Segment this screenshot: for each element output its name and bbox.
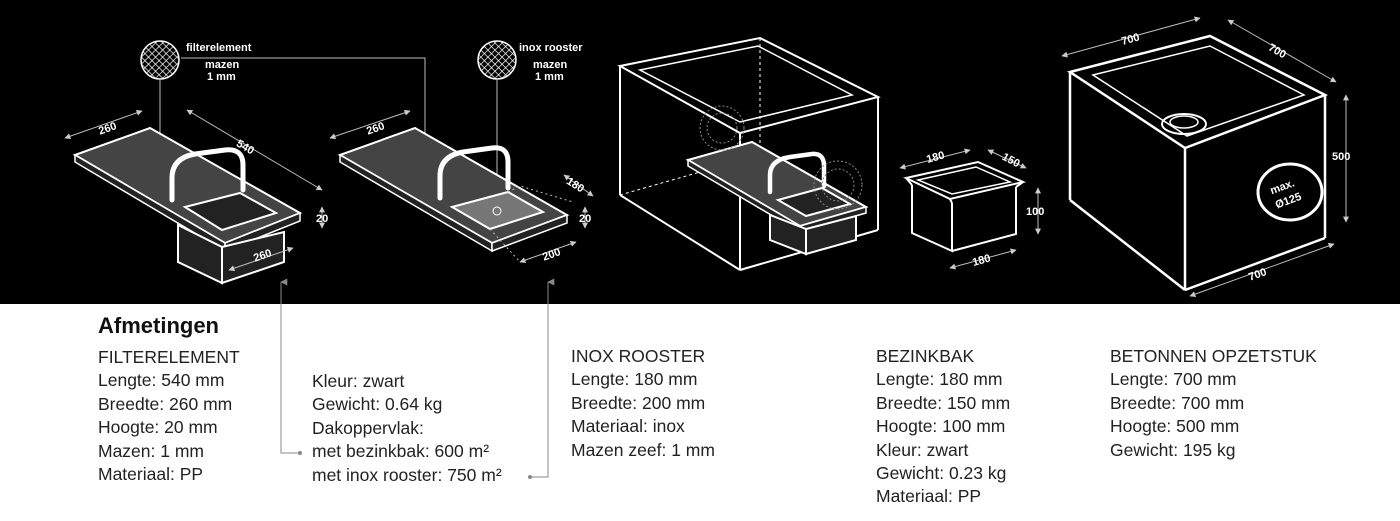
spec-line: Materiaal: PP [98,464,204,485]
bezinkbak-specs: BEZINKBAK Lengte: 180 mm Breedte: 150 mm… [876,345,1010,509]
filter-mesh-sub2: 1 mm [207,71,236,83]
bezinkbak-title: BEZINKBAK [876,346,975,366]
opzetstuk-title: BETONNEN OPZETSTUK [1110,346,1317,366]
bezinkbak-dim-length: 180 [925,150,946,166]
rooster-mesh-label: inox rooster [519,42,583,54]
opzetstuk-hole [1256,162,1324,222]
spec-line: Hoogte: 500 mm [1110,416,1240,437]
spec-line: Lengte: 180 mm [571,369,698,390]
rooster-dim-height: 20 [579,213,591,225]
spec-line: met inox rooster: 750 m² [312,464,502,485]
filter-tray [182,191,279,232]
rooster-mesh-icon [477,40,517,80]
spec-line: Lengte: 700 mm [1110,369,1237,390]
spec-line: Hoogte: 20 mm [98,417,218,438]
diagram-svg: filterelement mazen 1 mm 260 540 20 260 … [64,16,1350,297]
opzetstuk-specs: BETONNEN OPZETSTUK Lengte: 700 mm Breedt… [1110,345,1317,462]
section-heading: Afmetingen [98,313,219,338]
spec-line: Breedte: 200 mm [571,392,706,413]
spec-line: Hoogte: 100 mm [876,416,1006,437]
filterelement-extra-specs: Kleur: zwart Gewicht: 0.64 kg Dakoppervl… [312,370,502,487]
filter-mesh-sub1: mazen [205,59,240,71]
opzetstuk-dim-top-right: 700 [1266,42,1288,61]
spec-line: Lengte: 540 mm [98,370,225,391]
rooster-handle [437,145,511,201]
spec-line: Gewicht: 0.64 kg [312,394,443,415]
filter-mesh-icon [140,40,180,80]
spec-line: Kleur: zwart [312,371,405,391]
filterelement-specs: FILTERELEMENT Lengte: 540 mm Breedte: 26… [98,346,240,486]
bezinkbak-dim-bottom: 180 [971,253,992,269]
filterelement-title: FILTERELEMENT [98,347,240,367]
spec-line: Breedte: 700 mm [1110,392,1245,413]
spec-line: Kleur: zwart [876,439,969,460]
filter-dim-width: 260 [97,120,118,137]
opzetstuk-dim-top-left: 700 [1120,32,1141,48]
spec-line: Materiaal: PP [876,486,982,507]
filter-mesh-label: filterelement [186,42,252,54]
spec-line: Breedte: 260 mm [98,393,233,414]
bezinkbak-drawing [899,148,1041,270]
spec-line: Gewicht: 0.23 kg [876,463,1007,484]
bezinkbak-dim-width: 150 [1000,151,1022,170]
spec-line: Mazen: 1 mm [98,440,204,461]
spec-line: Breedte: 150 mm [876,392,1011,413]
rooster-mesh-sub1: mazen [533,59,568,71]
inox-rooster-drawing [329,40,594,264]
product-diagram: filterelement mazen 1 mm 260 540 20 260 … [0,0,1400,304]
rooster-mesh-sub2: 1 mm [535,71,564,83]
opzetstuk-drawing [1061,16,1349,297]
filter-dim-tray: 260 [252,247,273,264]
inox-rooster-specs: INOX ROOSTER Lengte: 180 mm Breedte: 200… [571,345,715,462]
spec-line: Mazen zeef: 1 mm [571,439,715,460]
opzetstuk-dim-bottom: 700 [1247,266,1268,283]
rooster-grid [449,190,546,231]
spec-line: Gewicht: 195 kg [1110,439,1236,460]
spec-line: Lengte: 180 mm [876,369,1003,390]
spec-line: Dakoppervlak: [312,417,424,438]
rooster-dim-length: 180 [564,175,586,195]
filterelement-drawing [64,40,325,285]
filter-dim-height: 20 [316,213,328,225]
rooster-dim-width: 260 [365,120,386,137]
bezinkbak-dim-height: 100 [1026,206,1044,218]
assembly-drawing [617,36,881,271]
spec-line: Materiaal: inox [571,416,685,437]
opzetstuk-dim-height: 500 [1332,151,1350,163]
spec-line: met bezinkbak: 600 m² [312,441,490,462]
inox-rooster-title: INOX ROOSTER [571,346,706,366]
rooster-dim-width2: 200 [541,246,562,263]
